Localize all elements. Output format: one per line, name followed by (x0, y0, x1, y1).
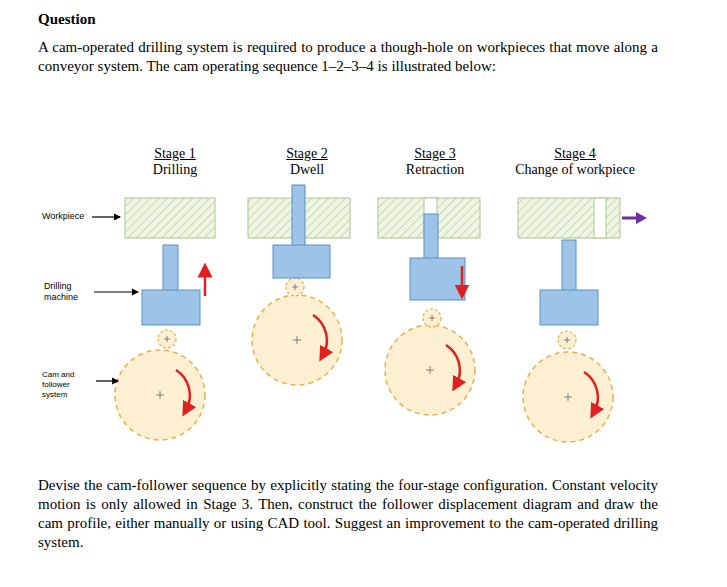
stage-name: Retraction (375, 162, 495, 178)
centre-mark (156, 284, 572, 401)
drilled-hole (594, 198, 606, 238)
paragraph: A cam-operated drilling system is requir… (38, 38, 658, 76)
stage-name: Dwell (247, 162, 367, 178)
leader-arrow (92, 217, 138, 381)
paragraph: Devise the cam-follower sequence by expl… (38, 476, 658, 552)
drilling-machine (142, 185, 598, 325)
workpiece (125, 198, 620, 238)
follower (158, 278, 576, 349)
conveyor-arrow (622, 212, 647, 224)
heading: Question (38, 10, 96, 28)
part-label: Drilling machine (44, 281, 92, 303)
stage-name: Drilling (115, 162, 235, 178)
stage-number: Stage 4 (495, 146, 655, 162)
motion-arrow (176, 266, 598, 412)
stage-number: Stage 3 (375, 146, 495, 162)
stage-number: Stage 2 (247, 146, 367, 162)
stage-name: Change of workpiece (495, 162, 655, 178)
part-label: Workpiece (42, 211, 94, 222)
stage-number: Stage 1 (115, 146, 235, 162)
part-label: Cam and follower system (42, 370, 94, 400)
